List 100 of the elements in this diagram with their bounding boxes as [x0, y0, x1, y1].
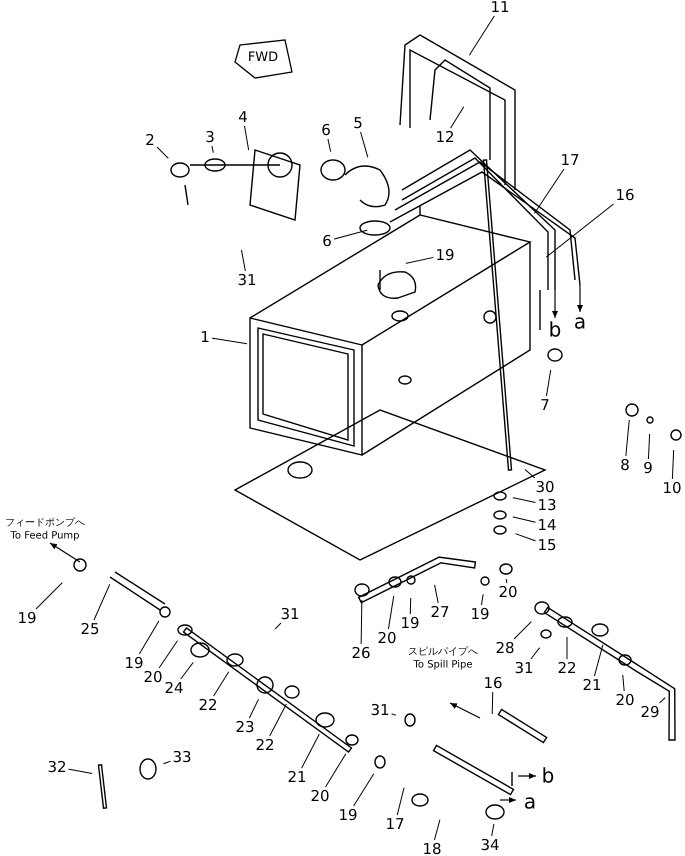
destination-label: スピルパイプへ — [408, 646, 478, 658]
callout-number: 31 — [237, 272, 257, 288]
callout-number: 28 — [495, 640, 515, 656]
leader-line — [211, 146, 214, 154]
callout-number: 19 — [435, 247, 455, 263]
callout-number: 34 — [480, 837, 500, 853]
callout-number: 22 — [255, 737, 275, 753]
callout-number: 9 — [643, 460, 653, 476]
leader-line — [546, 204, 614, 258]
leader-line — [410, 598, 412, 614]
callout-number: 18 — [422, 841, 442, 856]
leader-line — [480, 594, 484, 606]
destination-label: To Spill Pipe — [414, 660, 472, 670]
leader-line — [648, 434, 650, 460]
letter-label: b — [548, 320, 562, 340]
leader-line — [396, 787, 405, 816]
plate-text: FWD — [248, 51, 278, 65]
leader-line — [334, 230, 368, 240]
callout-number: 20 — [377, 630, 397, 646]
callout-number: 31 — [514, 660, 534, 676]
callout-number: 2 — [145, 132, 155, 148]
callout-number: 22 — [557, 660, 577, 676]
callout-number: 19 — [17, 610, 37, 626]
leader-line — [36, 582, 63, 610]
callout-number: 23 — [235, 719, 255, 735]
leader-line — [274, 622, 282, 630]
callout-number: 1 — [200, 329, 210, 345]
leader-line — [269, 704, 287, 736]
leader-line — [622, 674, 625, 692]
callout-number: 4 — [238, 109, 248, 125]
leader-line — [156, 146, 169, 159]
leader-line — [512, 516, 536, 523]
leader-line — [213, 671, 230, 696]
leader-line — [672, 450, 674, 480]
leader-line — [248, 698, 259, 718]
callout-number: 26 — [351, 645, 371, 661]
callout-number: 14 — [537, 517, 557, 533]
callout-number: 6 — [321, 122, 331, 138]
callout-number: 3 — [205, 129, 215, 145]
leader-line — [180, 662, 194, 680]
leader-line — [546, 369, 552, 396]
callout-number: 19 — [400, 615, 420, 631]
leader-line — [391, 713, 396, 716]
leader-line — [68, 768, 93, 774]
callout-number: 24 — [164, 680, 184, 696]
leader-line — [625, 419, 630, 456]
callout-number: 17 — [560, 152, 580, 168]
leader-line — [659, 697, 666, 704]
leader-line — [450, 106, 464, 128]
callout-number: 20 — [498, 584, 518, 600]
callout-number: 32 — [47, 759, 67, 775]
callout-number: 20 — [615, 692, 635, 708]
leader-line — [524, 468, 536, 478]
leader-line — [163, 760, 171, 764]
leader-line — [244, 126, 250, 151]
callout-number: 7 — [540, 397, 550, 413]
leader-line — [566, 636, 568, 660]
letter-label: b — [542, 766, 554, 786]
leader-line — [492, 692, 494, 714]
leader-line — [360, 600, 362, 644]
callout-number: 20 — [143, 669, 163, 685]
leader-line — [434, 819, 440, 840]
leader-line — [530, 647, 540, 660]
leader-line — [434, 584, 439, 604]
leader-line — [212, 338, 248, 344]
callout-number: 16 — [615, 187, 635, 203]
leader-line — [515, 533, 536, 542]
callout-number: 17 — [385, 816, 405, 832]
callout-number: 19 — [470, 606, 490, 622]
leader-line — [534, 168, 564, 214]
callout-number: 11 — [490, 0, 510, 15]
destination-label: To Feed Pump — [10, 530, 80, 542]
leader-line — [240, 249, 246, 272]
callout-number: 5 — [353, 115, 363, 131]
callout-number: 15 — [537, 537, 557, 553]
callout-number: 13 — [537, 497, 557, 513]
callout-number: 31 — [370, 702, 390, 718]
callout-number: 10 — [662, 480, 682, 496]
leader-line — [158, 640, 178, 668]
callout-number: 19 — [124, 655, 144, 671]
callout-number: 33 — [172, 749, 192, 765]
leader-line — [360, 132, 368, 158]
callout-number: 27 — [430, 604, 450, 620]
letter-label: a — [524, 792, 536, 812]
callout-number: 8 — [620, 457, 630, 473]
callout-number: 22 — [198, 697, 218, 713]
leader-line — [491, 824, 494, 836]
leader-line — [388, 595, 394, 630]
leader-line — [353, 773, 374, 806]
leader-line — [327, 138, 332, 152]
callout-number: 31 — [280, 606, 300, 622]
callout-number: 12 — [435, 129, 455, 145]
callout-number: 6 — [322, 233, 332, 249]
letter-label: a — [574, 312, 586, 332]
callout-number: 20 — [310, 788, 330, 804]
leader-line — [138, 620, 160, 654]
destination-label: フィードポンプへ — [5, 518, 85, 528]
leader-line — [512, 497, 536, 504]
leader-line — [93, 584, 110, 620]
leader-line — [405, 256, 434, 264]
